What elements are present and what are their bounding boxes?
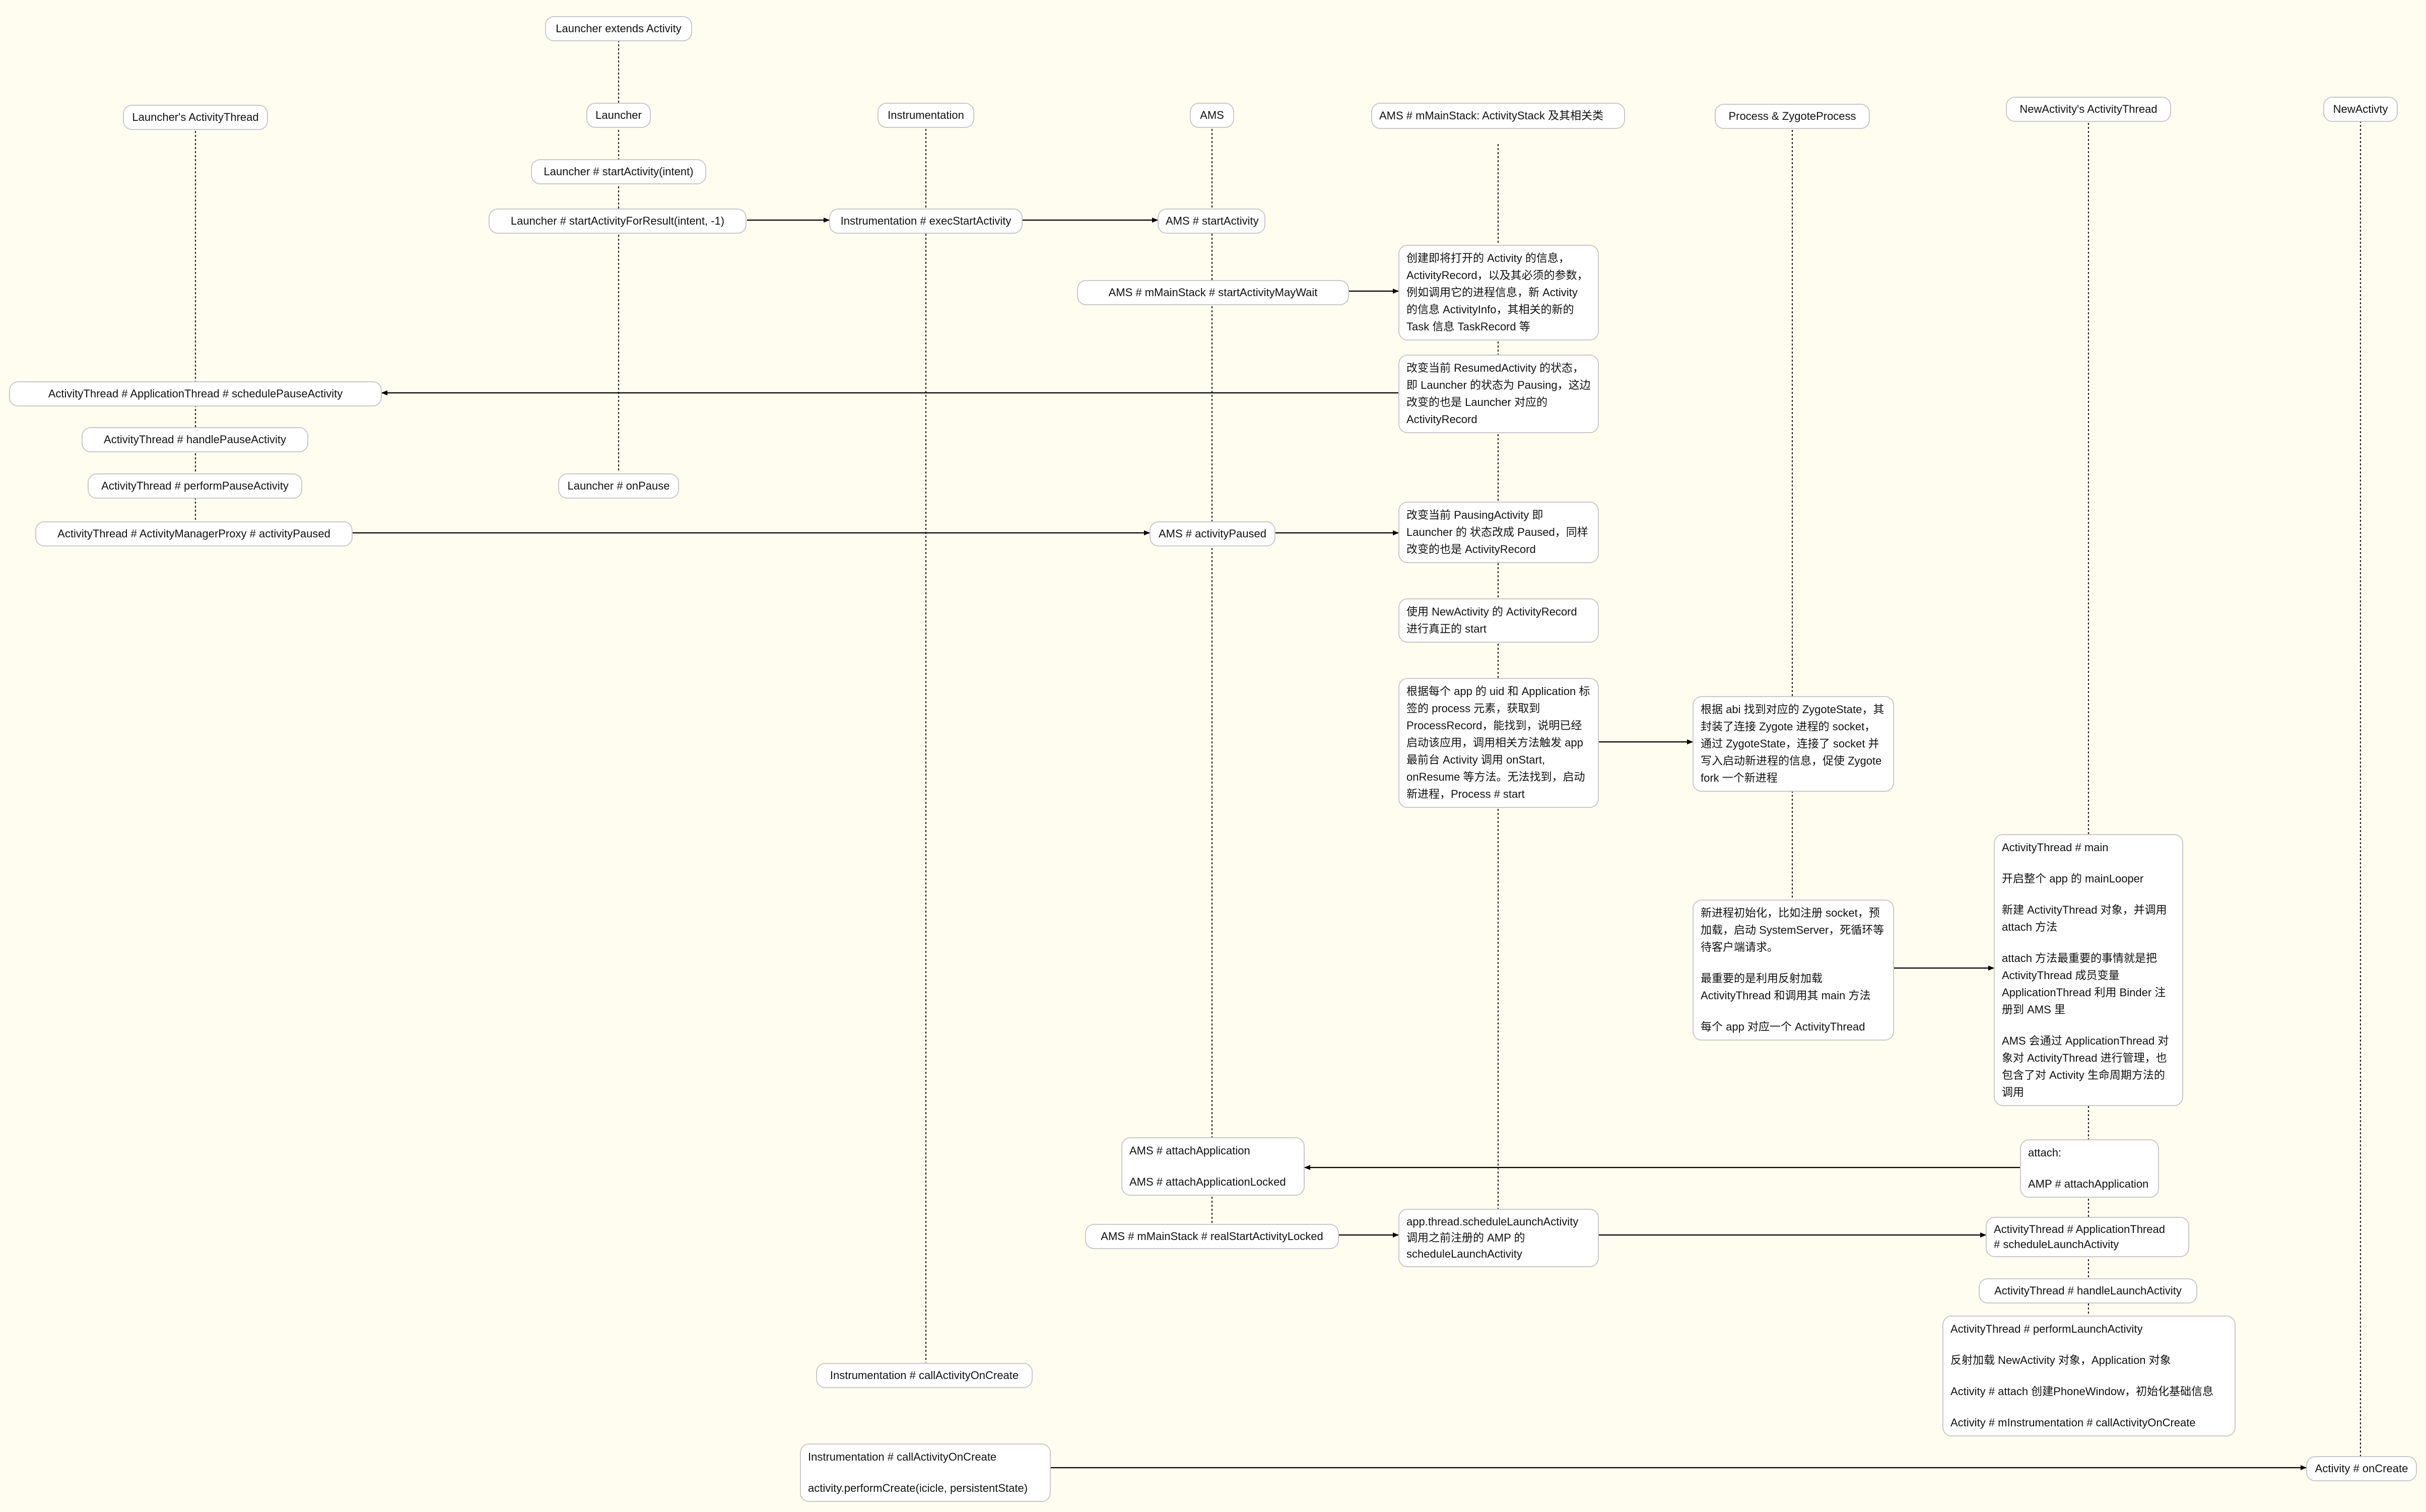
step-zygote-state: 根据 abi 找到对应的 ZygoteState，其封装了连接 Zygote 进…: [1693, 696, 1894, 792]
step-create-activity-record: 创建即将打开的 Activity 的信息，ActivityRecord，以及其必…: [1398, 245, 1599, 340]
at-main-line-1: ActivityThread # main: [2002, 841, 2109, 854]
step-change-pausing: 改变当前 PausingActivity 即 Launcher 的 状态改成 P…: [1398, 502, 1599, 563]
lane-process-zygote: Process & ZygoteProcess: [1715, 104, 1870, 129]
at-main-line-2: 开启整个 app 的 mainLooper: [2002, 872, 2144, 885]
step-schedule-pause: ActivityThread # ApplicationThread # sch…: [9, 381, 382, 406]
perform-launch-line-2: 反射加载 NewActivity 对象，Application 对象: [1950, 1354, 2171, 1366]
app-thread-line-2: # scheduleLaunchActivity: [1994, 1238, 2119, 1251]
new-process-init-line-3: 每个 app 对应一个 ActivityThread: [1701, 1020, 1865, 1033]
ams-attach-line-1: AMS # attachApplication: [1129, 1144, 1250, 1157]
ams-attach-line-2: AMS # attachApplicationLocked: [1129, 1176, 1286, 1188]
step-real-start: AMS # mMainStack # realStartActivityLock…: [1085, 1224, 1339, 1249]
perform-create-line-1: Instrumentation # callActivityOnCreate: [808, 1451, 997, 1463]
step-instr-call-on-create: Instrumentation # callActivityOnCreate: [816, 1363, 1033, 1388]
new-process-init-line-1: 新进程初始化，比如注册 socket，预加载，启动 SystemServer，死…: [1701, 907, 1884, 953]
step-handle-pause: ActivityThread # handlePauseActivity: [82, 427, 308, 452]
step-perform-launch: ActivityThread # performLaunchActivity 反…: [1942, 1316, 2236, 1436]
perform-launch-line-1: ActivityThread # performLaunchActivity: [1950, 1323, 2143, 1335]
step-ams-start-may-wait: AMS # mMainStack # startActivityMayWait: [1077, 280, 1349, 305]
at-main-line-3: 新建 ActivityThread 对象，并调用 attach 方法: [2002, 904, 2167, 933]
step-new-process-init: 新进程初始化，比如注册 socket，预加载，启动 SystemServer，死…: [1693, 900, 1894, 1041]
new-process-init-line-2: 最重要的是利用反射加载 ActivityThread 和调用其 main 方法: [1701, 972, 1871, 1002]
app-thread-line-1: ActivityThread # ApplicationThread: [1994, 1223, 2165, 1235]
lane-launcher-activity-thread: Launcher's ActivityThread: [123, 105, 268, 130]
step-instr-exec-start: Instrumentation # execStartActivity: [829, 209, 1023, 234]
step-ams-attach: AMS # attachApplication AMS # attachAppl…: [1121, 1137, 1305, 1196]
step-ams-activity-paused: AMS # activityPaused: [1150, 521, 1275, 546]
lane-instrumentation: Instrumentation: [878, 103, 974, 128]
lane-ams: AMS: [1190, 103, 1234, 128]
perform-create-line-2: activity.performCreate(icicle, persisten…: [808, 1482, 1028, 1494]
step-change-resumed: 改变当前 ResumedActivity 的状态，即 Launcher 的状态为…: [1398, 355, 1599, 433]
step-launcher-on-pause: Launcher # onPause: [558, 473, 679, 499]
step-activity-on-create: Activity # onCreate: [2306, 1456, 2417, 1481]
lane-ams-main-stack: AMS # mMainStack: ActivityStack 及其相关类: [1371, 103, 1625, 129]
step-handle-launch: ActivityThread # handleLaunchActivity: [1979, 1278, 2197, 1303]
step-ams-start-activity: AMS # startActivity: [1158, 209, 1265, 234]
lane-new-activity: NewActivty: [2323, 97, 2398, 122]
amp-attach-line-2: AMP # attachApplication: [2028, 1178, 2149, 1190]
step-schedule-launch-call: app.thread.scheduleLaunchActivity 调用之前注册…: [1398, 1209, 1599, 1267]
lane-launcher: Launcher: [586, 103, 651, 128]
step-perform-create: Instrumentation # callActivityOnCreate a…: [800, 1444, 1051, 1502]
step-use-new-record: 使用 NewActivity 的 ActivityRecord 进行真正的 st…: [1398, 598, 1599, 643]
step-amp-attach: attach: AMP # attachApplication: [2020, 1139, 2159, 1198]
step-perform-pause: ActivityThread # performPauseActivity: [88, 473, 302, 499]
step-process-start: 根据每个 app 的 uid 和 Application 标签的 process…: [1398, 678, 1599, 808]
lane-new-activity-thread: NewActivity's ActivityThread: [2006, 97, 2171, 122]
perform-launch-line-4: Activity # mInstrumentation # callActivi…: [1950, 1416, 2196, 1429]
step-launcher-start-activity: Launcher # startActivity(intent): [531, 159, 706, 184]
step-launcher-start-for-result: Launcher # startActivityForResult(intent…: [489, 209, 747, 234]
perform-launch-line-3: Activity # attach 创建PhoneWindow，初始化基础信息: [1950, 1385, 2214, 1398]
amp-attach-line-1: attach:: [2028, 1146, 2062, 1159]
step-app-thread-schedule-launch: ActivityThread # ApplicationThread # sch…: [1986, 1217, 2189, 1257]
step-activity-thread-main: ActivityThread # main 开启整个 app 的 mainLoo…: [1994, 834, 2183, 1106]
at-main-line-5: AMS 会通过 ApplicationThread 对象对 ActivityTh…: [2002, 1035, 2169, 1098]
step-activity-paused-proxy: ActivityThread # ActivityManagerProxy # …: [35, 521, 353, 546]
lane-launcher-extends: Launcher extends Activity: [545, 16, 692, 41]
at-main-line-4: attach 方法最重要的事情就是把 ActivityThread 成员变量 A…: [2002, 952, 2166, 1016]
